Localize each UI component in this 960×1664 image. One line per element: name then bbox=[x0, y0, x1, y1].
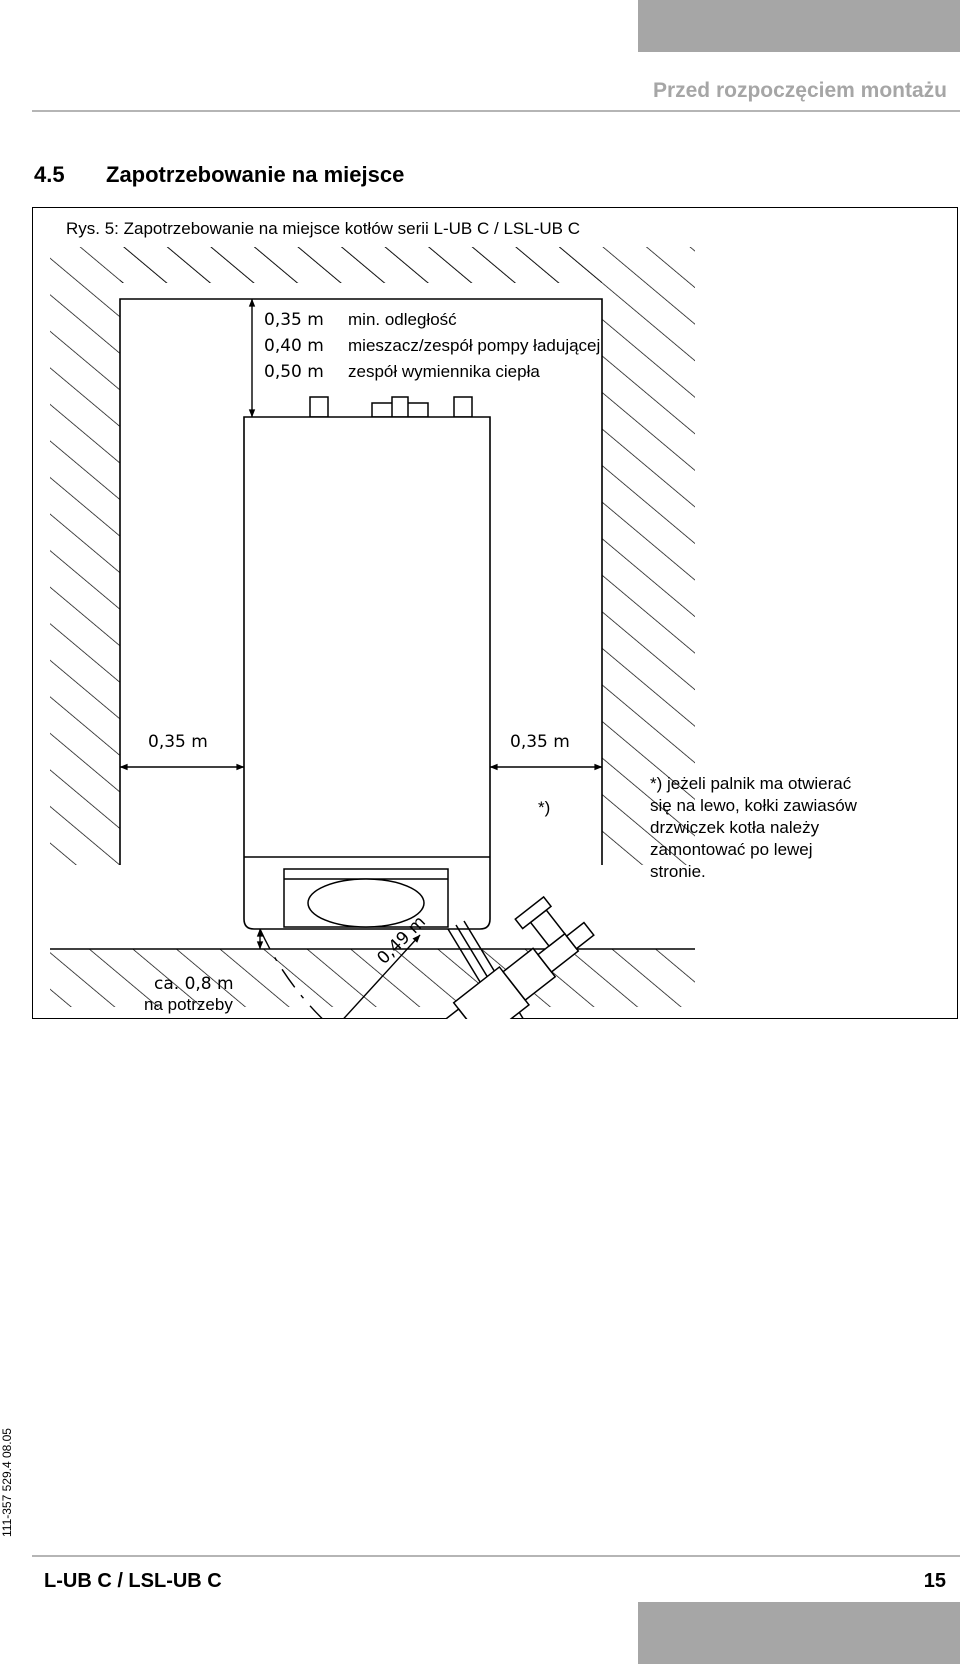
footnote-line-4: zamontować po lewej bbox=[650, 840, 813, 859]
space-requirement-diagram: 0,35 m min. odległość 0,40 m mieszacz/ze… bbox=[50, 247, 858, 1019]
top-clearance-2-distance: 0,40 m bbox=[264, 336, 324, 356]
front-clearance-note-line2: czyszczenia bbox=[144, 1016, 236, 1019]
page-number: 15 bbox=[923, 1570, 946, 1592]
burner bbox=[421, 895, 595, 1019]
top-clearance-1-label: min. odległość bbox=[348, 310, 457, 329]
door-swing-arc bbox=[259, 928, 324, 1019]
chapter-header-title: Przed rozpoczęciem montażu bbox=[652, 79, 947, 102]
section-number: 4.5 bbox=[34, 162, 65, 187]
footer-gray-bar bbox=[638, 1602, 960, 1664]
footnote-line-1: *) jeżeli palnik ma otwierać bbox=[650, 774, 852, 793]
footnote-marker: *) bbox=[538, 798, 550, 817]
top-clearance-3-label: zespół wymiennika ciepła bbox=[348, 362, 540, 381]
section-title: Zapotrzebowanie na miejsce bbox=[106, 162, 405, 187]
header-divider bbox=[32, 110, 960, 112]
footer-product-name: L-UB C / LSL-UB C bbox=[44, 1570, 222, 1592]
left-clearance-label: 0,35 m bbox=[148, 732, 208, 752]
header-gray-bar bbox=[638, 0, 960, 52]
door-swing-arrow bbox=[315, 934, 421, 1019]
footnote-line-2: się na lewo, kołki zawiasów bbox=[650, 796, 858, 815]
top-clearance-3-distance: 0,50 m bbox=[264, 362, 324, 382]
front-clearance-label: ca. 0,8 m bbox=[154, 974, 234, 994]
boiler bbox=[243, 396, 491, 930]
footnote-line-3: drzwiczek kotła należy bbox=[650, 818, 820, 837]
front-clearance-note-line1: na potrzeby bbox=[144, 995, 233, 1014]
footnote-line-5: stronie. bbox=[650, 862, 706, 881]
top-clearance-2-label: mieszacz/zespół pompy ładującej bbox=[348, 336, 600, 355]
right-clearance-label: 0,35 m bbox=[510, 732, 570, 752]
document-code: 111-357 529.4 08.05 bbox=[0, 1428, 14, 1537]
top-clearance-1-distance: 0,35 m bbox=[264, 310, 324, 330]
footer-divider bbox=[32, 1555, 960, 1557]
room-wall-outline bbox=[119, 298, 603, 865]
figure-caption: Rys. 5: Zapotrzebowanie na miejsce kotłó… bbox=[66, 219, 580, 238]
